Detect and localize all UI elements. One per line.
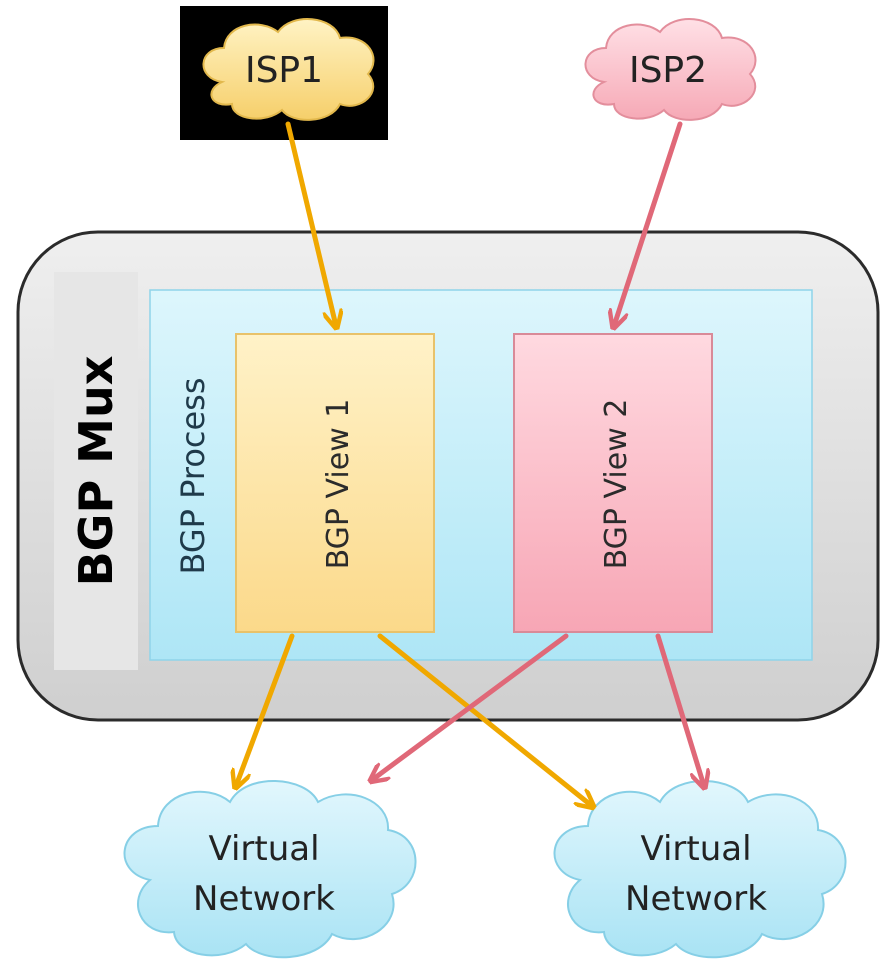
- isp2-cloud-icon: [584, 18, 757, 121]
- bgp-view-2-label: BGP View 2: [599, 399, 634, 570]
- arrow-isp1-to-view1: [285, 121, 336, 326]
- bgp-mux-title: BGP Mux: [69, 356, 123, 587]
- virtual-network-right-line2: Network: [625, 879, 767, 919]
- virtual-network-left-line2: Network: [193, 879, 335, 919]
- arrow-view2-to-network-left: [372, 633, 569, 780]
- isp2-label: ISP2: [629, 50, 707, 91]
- bgp-view-2: BGP View 2: [513, 333, 713, 633]
- isp1-cloud-icon: [202, 18, 375, 121]
- virtual-network-right-cloud-icon: [553, 780, 847, 959]
- virtual-network-left: Virtual Network: [123, 780, 417, 959]
- isp2-node: ISP2: [584, 18, 757, 121]
- arrow-view1-to-network-right: [377, 633, 592, 806]
- bgp-process-title: BGP Process: [174, 377, 212, 574]
- virtual-network-left-cloud-icon: [123, 780, 417, 959]
- bgp-mux-label-panel: [54, 272, 138, 670]
- virtual-network-right-line1: Virtual: [640, 829, 751, 869]
- flow-arrows: [236, 121, 704, 806]
- bgp-view-1: BGP View 1: [235, 333, 435, 633]
- arrow-view2-to-network-right: [655, 633, 704, 786]
- arrow-isp2-to-view2: [614, 121, 683, 326]
- arrow-view1-to-network-left: [236, 633, 295, 786]
- bgp-view-1-label: BGP View 1: [321, 399, 356, 570]
- isp1-label: ISP1: [245, 50, 323, 91]
- virtual-network-right: Virtual Network: [553, 780, 847, 959]
- virtual-network-left-line1: Virtual: [208, 829, 319, 869]
- isp1-node: ISP1: [180, 6, 388, 140]
